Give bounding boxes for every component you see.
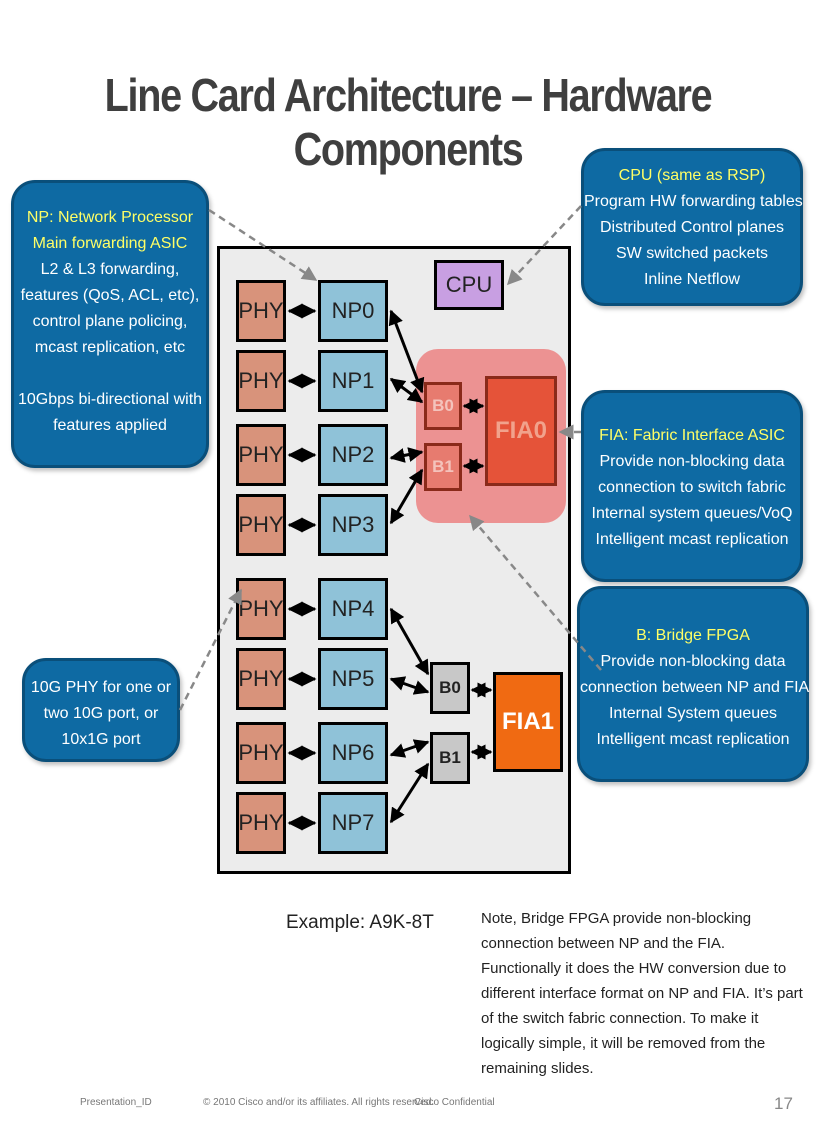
bridge-callout-line: connection between NP and FIA <box>580 679 810 696</box>
fia-callout-line: Intelligent mcast replication <box>595 531 789 548</box>
phy-callout-line: 10x1G port <box>61 731 141 748</box>
np-callout-line: features (QoS, ACL, etc), <box>20 287 200 304</box>
np6-block: NP6 <box>318 722 388 784</box>
np-callout: NP: Network Processor Main forwarding AS… <box>11 180 209 468</box>
phy-block-5: PHY <box>236 648 286 710</box>
footer-confidential: Cisco Confidential <box>414 1097 495 1108</box>
phy-block-7: PHY <box>236 792 286 854</box>
np2-b1-link <box>389 447 424 463</box>
phy-block-2: PHY <box>236 424 286 486</box>
bridge-note: Note, Bridge FPGA provide non-blocking c… <box>481 910 803 1077</box>
np1-block: NP1 <box>318 350 388 412</box>
cpu-callout-line: SW switched packets <box>615 245 769 262</box>
bridge-callout: B: Bridge FPGA Provide non-blocking data… <box>577 586 809 782</box>
np-callout-line: 10Gbps bi-directional with <box>17 391 203 408</box>
np-callout-line: L2 & L3 forwarding, <box>40 261 180 278</box>
fia-callout: FIA: Fabric Interface ASIC Provide non-b… <box>581 390 803 582</box>
cpu-callout-pointer <box>506 205 582 286</box>
phy-callout-pointer <box>178 588 243 711</box>
fia1-block: FIA1 <box>493 672 563 772</box>
np-callout-line: control plane policing, <box>32 313 188 330</box>
fia0-block: FIA0 <box>485 376 557 486</box>
phy-callout: 10G PHY for one or two 10G port, or 10x1… <box>22 658 180 762</box>
slide-title: Line Card Architecture – Hardware Compon… <box>104 69 713 175</box>
np-callout-line: features applied <box>53 417 167 434</box>
phy-block-6: PHY <box>236 722 286 784</box>
fia-callout-line: Provide non-blocking data <box>599 453 785 470</box>
np5-b0-link <box>389 676 430 695</box>
phy-block-3: PHY <box>236 494 286 556</box>
np7-block: NP7 <box>318 792 388 854</box>
cpu-callout-line: Distributed Control planes <box>599 219 785 236</box>
np7-b1-link <box>389 762 430 824</box>
phy-block-4: PHY <box>236 578 286 640</box>
bridge-callout-pointer <box>469 514 602 671</box>
fia-callout-line: connection to switch fabric <box>598 479 786 496</box>
np-callout-heading-1: NP: Network Processor <box>26 209 194 226</box>
np1-b0-link <box>389 377 424 404</box>
np-callout-line: mcast replication, etc <box>34 339 186 356</box>
np3-b1-link <box>389 468 424 525</box>
cpu-callout-heading: CPU (same as RSP) <box>618 167 766 184</box>
fia-callout-heading: FIA: Fabric Interface ASIC <box>599 427 785 444</box>
phy-block-0: PHY <box>236 280 286 342</box>
np6-b1-link <box>389 739 430 758</box>
bridge-callout-line: Intelligent mcast replication <box>596 731 790 748</box>
phy-callout-line: two 10G port, or <box>43 705 159 722</box>
fia0-b0-block: B0 <box>424 382 462 430</box>
np0-block: NP0 <box>318 280 388 342</box>
fia0-b1-block: B1 <box>424 443 462 491</box>
np0-b0-link <box>388 309 425 394</box>
bridge-callout-line: Internal System queues <box>608 705 778 722</box>
bridge-callout-line: Provide non-blocking data <box>600 653 786 670</box>
fia1-b0-block: B0 <box>430 662 470 714</box>
page-number: 17 <box>774 1094 793 1113</box>
cpu-callout: CPU (same as RSP) Program HW forwarding … <box>581 148 803 306</box>
example-label: Example: A9K-8T <box>286 912 434 933</box>
np-callout-pointer <box>208 208 318 282</box>
phy-block-1: PHY <box>236 350 286 412</box>
np2-block: NP2 <box>318 424 388 486</box>
cpu-callout-line: Inline Netflow <box>643 271 741 288</box>
fia1-b1-block: B1 <box>430 732 470 784</box>
np4-b0-link <box>389 607 430 676</box>
phy-callout-line: 10G PHY for one or <box>30 679 172 696</box>
np4-block: NP4 <box>318 578 388 640</box>
np5-block: NP5 <box>318 648 388 710</box>
cpu-callout-line: Program HW forwarding tables <box>584 193 803 210</box>
np-callout-heading-2: Main forwarding ASIC <box>32 235 188 252</box>
cpu-block: CPU <box>434 260 504 310</box>
footer-copyright: © 2010 Cisco and/or its affiliates. All … <box>203 1097 435 1108</box>
bridge-callout-heading: B: Bridge FPGA <box>636 627 750 644</box>
footer-presentation-id: Presentation_ID <box>80 1097 152 1108</box>
np3-block: NP3 <box>318 494 388 556</box>
fia-callout-line: Internal system queues/VoQ <box>591 505 793 522</box>
